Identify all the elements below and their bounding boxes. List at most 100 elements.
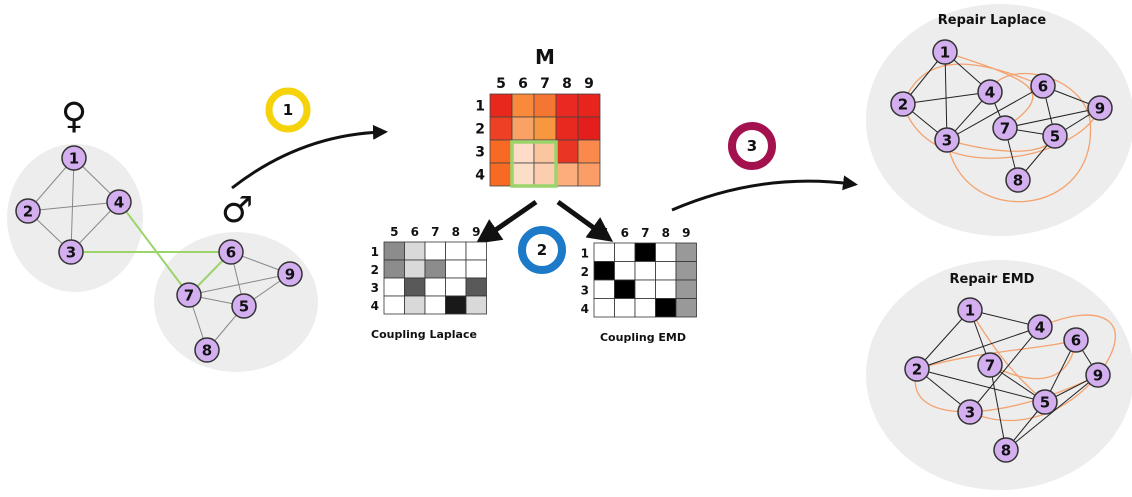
svg-text:5: 5 — [1040, 394, 1050, 412]
svg-text:2: 2 — [23, 203, 33, 221]
coupling-emd-row-label: 2 — [581, 265, 589, 279]
matrix-m-cell — [489, 162, 513, 187]
matrix-m-row-label: 2 — [475, 122, 485, 138]
coupling-emd-cell — [675, 242, 697, 262]
coupling-emd-col-label: 6 — [621, 226, 629, 240]
svg-text:8: 8 — [202, 342, 212, 360]
coupling-emd-caption: Coupling EMD — [600, 331, 686, 344]
coupling-emd-col-label: 9 — [682, 226, 690, 240]
matrix-m-col-label: 8 — [562, 76, 572, 92]
coupling-laplace-cell — [424, 241, 446, 261]
coupling-emd-cell — [655, 242, 677, 262]
coupling-laplace-cell — [404, 259, 426, 279]
matrix-m-cell — [577, 93, 601, 118]
coupling-laplace-cell — [445, 241, 467, 261]
coupling-laplace-row-label: 2 — [371, 263, 379, 277]
repair-emd-node-4: 4 — [1027, 314, 1053, 340]
coupling-emd-cell — [614, 242, 636, 262]
repair-laplace-node-6: 6 — [1030, 73, 1056, 99]
coupling-laplace-row-label: 1 — [371, 245, 379, 259]
svg-text:1: 1 — [940, 44, 950, 62]
arrow-to-laplace — [475, 199, 538, 244]
matrix-m-highlight — [510, 140, 558, 188]
matrix-m-cell — [577, 139, 601, 164]
coupling-laplace-cell — [424, 259, 446, 279]
svg-text:5: 5 — [1050, 128, 1060, 146]
coupling-emd-cell — [634, 242, 656, 262]
input-node-7: 7 — [176, 282, 202, 308]
input-node-5: 5 — [231, 293, 257, 319]
coupling-emd-col-label: 7 — [641, 226, 649, 240]
female-symbol: ♀ — [61, 96, 87, 137]
repair-laplace-node-8: 8 — [1005, 167, 1031, 193]
coupling-laplace-cell — [445, 295, 467, 315]
matrix-m-cell — [489, 116, 513, 141]
matrix-m-col-label: 6 — [518, 76, 528, 92]
coupling-laplace-cell — [465, 241, 487, 261]
svg-text:4: 4 — [1035, 319, 1045, 337]
matrix-m-cell — [489, 139, 513, 164]
matrix-m-cell — [511, 93, 535, 118]
svg-text:9: 9 — [1095, 100, 1105, 118]
repair-laplace-title: Repair Laplace — [938, 13, 1047, 28]
coupling-emd-cell — [634, 298, 656, 318]
coupling-emd-row-label: 1 — [581, 246, 589, 260]
coupling-laplace-col-label: 7 — [431, 225, 439, 239]
coupling-emd-cell — [655, 261, 677, 281]
coupling-emd-cell — [614, 261, 636, 281]
svg-text:3: 3 — [747, 137, 757, 155]
matrix-m-col-label: 5 — [496, 76, 506, 92]
coupling-laplace-cell — [404, 295, 426, 315]
arrow-step-3 — [671, 175, 858, 212]
input-node-2: 2 — [15, 198, 41, 224]
arrow-step-1 — [231, 124, 388, 190]
matrix-m-cell — [555, 93, 579, 118]
input-node-3: 3 — [58, 239, 84, 265]
svg-text:8: 8 — [1001, 442, 1011, 460]
repair-emd-node-3: 3 — [957, 399, 983, 425]
repair-laplace-curves — [902, 51, 1101, 203]
coupling-laplace-cell — [383, 295, 405, 315]
matrix-m-cell — [577, 162, 601, 187]
matrix-m-row-label: 3 — [475, 145, 485, 161]
input-node-8: 8 — [194, 337, 220, 363]
matrix-m-cell — [511, 116, 535, 141]
input-node-9: 9 — [277, 261, 303, 287]
coupling-emd-row-label: 4 — [581, 302, 589, 316]
matrix-m-row-label: 1 — [475, 99, 485, 115]
coupling-laplace-cell — [404, 277, 426, 297]
svg-text:3: 3 — [965, 404, 975, 422]
repair-laplace-node-9: 9 — [1087, 95, 1113, 121]
input-node-1: 1 — [61, 145, 87, 171]
svg-text:2: 2 — [898, 96, 908, 114]
coupling-laplace-cell — [383, 259, 405, 279]
coupling-laplace-row-label: 3 — [371, 281, 379, 295]
svg-text:6: 6 — [226, 244, 236, 262]
svg-text:1: 1 — [283, 101, 293, 119]
coupling-laplace-col-label: 8 — [452, 225, 460, 239]
svg-text:8: 8 — [1013, 172, 1023, 190]
step-badge-2: 2 — [518, 226, 566, 274]
coupling-emd-col-label: 8 — [662, 226, 670, 240]
coupling-laplace-cell — [404, 241, 426, 261]
coupling-emd-cell — [675, 261, 697, 281]
coupling-laplace-cell — [465, 295, 487, 315]
coupling-emd-row-label: 3 — [581, 283, 589, 297]
group-female-bubble — [7, 144, 143, 292]
matrix-m-cell — [555, 116, 579, 141]
coupling-laplace-cell — [424, 295, 446, 315]
svg-text:6: 6 — [1071, 332, 1081, 350]
coupling-emd-cell — [593, 298, 615, 318]
coupling-laplace-cell — [465, 277, 487, 297]
coupling-emd-cell — [593, 261, 615, 281]
matrix-m-col-label: 7 — [540, 76, 550, 92]
coupling-emd-cell — [614, 279, 636, 299]
coupling-emd-cell — [675, 279, 697, 299]
svg-text:3: 3 — [942, 132, 952, 150]
repair-emd-title: Repair EMD — [950, 272, 1035, 287]
coupling-emd-cell — [634, 279, 656, 299]
